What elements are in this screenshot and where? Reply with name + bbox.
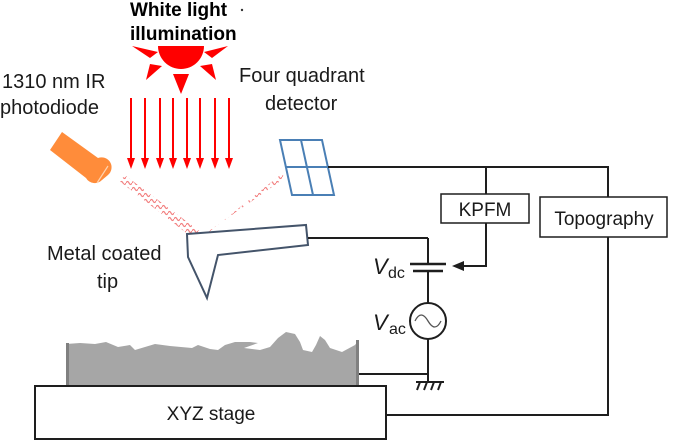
vac-main: V (373, 310, 390, 335)
detector-label-line1: Four quadrant (239, 65, 365, 87)
light-ray-arrowhead (225, 158, 233, 169)
illumination-rays (127, 98, 233, 169)
photodiode-icon (50, 132, 112, 184)
photodiode-label-line2: photodiode (0, 97, 99, 119)
light-ray-arrowhead (196, 158, 204, 169)
light-ray-arrowhead (156, 158, 164, 169)
light-ray-arrowhead (169, 158, 177, 169)
white-light-label-line1: White light (130, 0, 228, 21)
topography-box: Topography (539, 196, 668, 238)
cantilever-tip-icon (185, 223, 310, 301)
arrow-left-icon (452, 261, 464, 271)
xyz-stage: XYZ stage (34, 385, 387, 440)
detector-label-line2: detector (265, 93, 338, 115)
tip-label-line1: Metal coated (47, 243, 162, 265)
kpfm-box: KPFM (440, 193, 530, 224)
vac-label: V (373, 310, 390, 335)
photodiode-label-line1: 1310 nm IR (2, 71, 105, 93)
vdc-main: V (373, 254, 390, 279)
vdc-label: V (373, 254, 390, 279)
ground-icon (416, 381, 444, 391)
kpfm-label: KPFM (459, 200, 512, 221)
sample (66, 332, 359, 385)
laser-beam (118, 172, 284, 242)
wire-kpfm-vdc (462, 223, 487, 267)
sun-icon (132, 46, 228, 94)
ac-source-icon (409, 302, 447, 340)
quadrant-detector-icon (278, 139, 336, 196)
light-ray-arrowhead (211, 158, 219, 169)
topography-label: Topography (554, 209, 654, 230)
vac-sub: ac (389, 321, 406, 338)
capacitor-icon (410, 262, 446, 273)
tip-label-line2: tip (97, 271, 118, 293)
wire-topography-stage (386, 237, 609, 416)
light-ray-arrowhead (141, 158, 149, 169)
light-ray-arrowhead (183, 158, 191, 169)
white-light-label-line2: illumination (130, 24, 237, 45)
stray-dot (240, 8, 244, 12)
vdc-sub: dc (388, 265, 405, 282)
stage-label: XYZ stage (167, 404, 256, 425)
wire-detector-topography (328, 166, 609, 197)
light-ray-arrowhead (127, 158, 135, 169)
